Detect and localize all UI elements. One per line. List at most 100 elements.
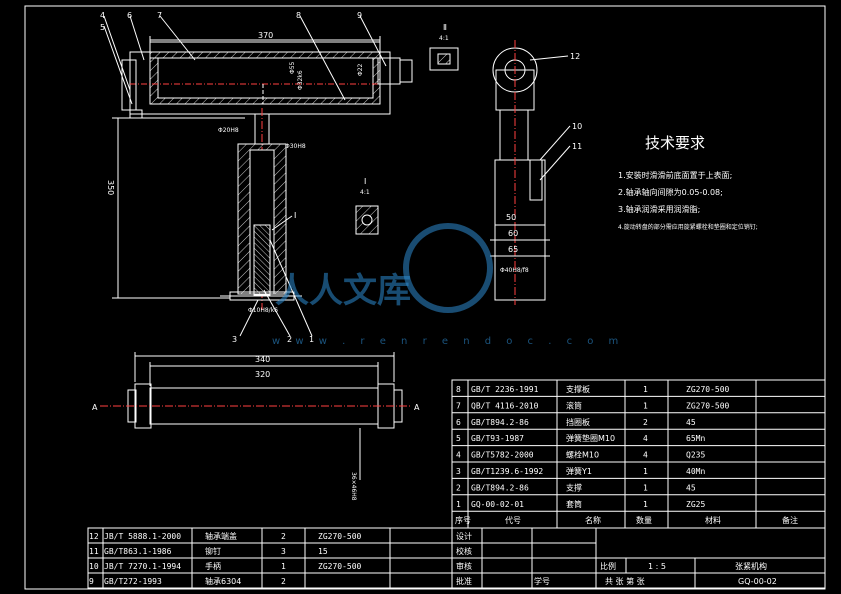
bom-row-code: QB/T 4116-2010 [471, 401, 539, 410]
bom-row-qty: 1 [643, 483, 648, 492]
side-view [490, 40, 550, 305]
watermark-url: w w w . r e n r e n d o c . c o m [272, 336, 624, 347]
bom-row-name: 弹簧垫圈M10 [566, 433, 615, 443]
dim-side-bottom-note: Φ40H8/f8 [500, 267, 529, 274]
bom-row-code: GB/T894.2-86 [471, 483, 529, 492]
bom-row-qty: 2 [643, 418, 648, 427]
dim-bottom-length-2: 320 [255, 370, 270, 379]
bom-header-material: 材料 [705, 515, 721, 525]
bom-left-row-name: 铆钉 [205, 546, 221, 556]
watermark-text: 人人文库 [275, 271, 411, 311]
callout-2: 2 [287, 335, 292, 344]
tech-req-title: 技术要求 [645, 134, 705, 152]
arrow-A-right: A [414, 403, 420, 412]
bom-left-row-qty: 1 [281, 562, 286, 571]
section-I-label: Ⅰ [364, 177, 366, 186]
tb-scale-label: 比例 [600, 561, 616, 571]
callout-I: Ⅰ [294, 211, 296, 220]
bom-row-qty: 1 [643, 500, 648, 509]
callout-10: 10 [572, 122, 582, 131]
bom-left-row-no: 9 [89, 577, 94, 586]
bom-row-no: 6 [456, 418, 461, 427]
bom-header-note: 备注 [782, 515, 798, 525]
dim-side-65: 65 [508, 245, 518, 254]
dim-tolerance-note: Φ10H8/k6 [248, 307, 278, 314]
tb-review: 审核 [456, 561, 472, 571]
dim-side-60: 60 [508, 229, 518, 238]
bom-row-code: GB/T5782-2000 [471, 451, 534, 460]
bom-row-name: 螺栓M10 [566, 450, 599, 460]
callout-11: 11 [572, 142, 582, 151]
callout-5: 5 [100, 23, 105, 32]
dim-small-a: Φ55 [289, 61, 296, 74]
bom-left-row-no: 12 [89, 532, 99, 541]
bom-row-material: 45 [686, 418, 696, 427]
bom-row-name: 挡圈板 [566, 417, 590, 427]
bom-row-material: Q235 [686, 451, 705, 460]
title-block-grid [451, 527, 826, 589]
tb-drawing-name: 张紧机构 [735, 561, 767, 571]
bom-left-row-code: JB/T 7270.1-1994 [104, 562, 181, 571]
dim-vertical-length: 350 [106, 180, 115, 195]
bom-header-name: 名称 [585, 515, 601, 525]
bom-row-no: 2 [456, 483, 461, 492]
bom-left-row-code: GB/T863.1-1986 [104, 547, 172, 556]
bom-left-row-no: 10 [89, 562, 99, 571]
tech-req-item-1: 1.安装时滑滑前底面置于上表面; [618, 170, 732, 180]
bom-row-material: 45 [686, 483, 696, 492]
bom-row-qty: 1 [643, 385, 648, 394]
tech-req-item-2: 2.轴承轴向间隙为0.05-0.08; [618, 187, 723, 197]
tech-req-item-3: 3.轴承润滑采用润滑脂; [618, 204, 700, 214]
bom-header-code: 代号 [505, 515, 521, 525]
callout-12: 12 [570, 52, 580, 61]
tb-scale-value: 1 : 5 [648, 562, 666, 571]
dim-shaft-dia-1: Φ20H8 [218, 127, 239, 134]
callout-8: 8 [296, 11, 301, 20]
arrow-A-left: A [92, 403, 98, 412]
bom-row-qty: 1 [643, 467, 648, 476]
bom-row-code: GB/T93-1987 [471, 434, 524, 443]
bom-left-row-code: GB/T272-1993 [104, 577, 162, 586]
bom-left-row-no: 11 [89, 547, 99, 556]
bom-row-no: 4 [456, 451, 461, 460]
bom-row-code: GB/T 2236-1991 [471, 385, 539, 394]
bom-row-qty: 1 [643, 401, 648, 410]
bom-row-qty: 4 [643, 434, 648, 443]
bom-row-no: 8 [456, 385, 461, 394]
bom-row-material: ZG270-500 [686, 401, 730, 410]
bom-left-row-qty: 3 [281, 547, 286, 556]
dim-small-b: Φ32k6 [297, 70, 304, 90]
bom-left-row-name: 轴承端盖 [205, 531, 237, 541]
dim-shaft-dia-2: Φ30H8 [285, 143, 306, 150]
bom-row-code: GQ-00-02-01 [471, 500, 524, 509]
section-II-label: Ⅱ [443, 23, 447, 32]
tb-design: 设计 [456, 531, 472, 541]
dim-bottom-length-1: 340 [255, 355, 270, 364]
bom-row-name: 支撑板 [566, 384, 590, 394]
top-roller-view [121, 36, 413, 119]
callout-4: 4 [100, 11, 105, 20]
bom-left-row-name: 轴承6304 [205, 576, 241, 586]
watermark: 人人文库 w w w . r e n r e n d o c . c o m [272, 223, 624, 347]
bom-row-material: ZG270-500 [686, 385, 730, 394]
bom-left-row-material: ZG270-500 [318, 562, 362, 571]
bom-row-name: 支撑 [566, 482, 582, 492]
callout-3: 3 [232, 335, 237, 344]
tb-check: 校核 [456, 546, 472, 556]
drawing-border [24, 5, 826, 590]
section-I-scale: 4:1 [360, 189, 370, 196]
bom-row-no: 5 [456, 434, 461, 443]
bom-header-no: 序号 [455, 515, 471, 525]
bom-header-qty: 数量 [636, 515, 652, 525]
dim-small-c: Φ22 [357, 63, 364, 76]
bom-left-row-code: JB/T 5888.1-2000 [104, 532, 181, 541]
dim-350 [112, 117, 245, 299]
bom-row-no: 3 [456, 467, 461, 476]
bom-row-code: GB/T1239.6-1992 [471, 467, 543, 476]
tb-student-no: 学号 [534, 576, 550, 586]
vertical-column [220, 108, 302, 310]
tb-drawing-no: GQ-00-02 [738, 577, 777, 586]
bom-row-material: 40Mn [686, 467, 705, 476]
